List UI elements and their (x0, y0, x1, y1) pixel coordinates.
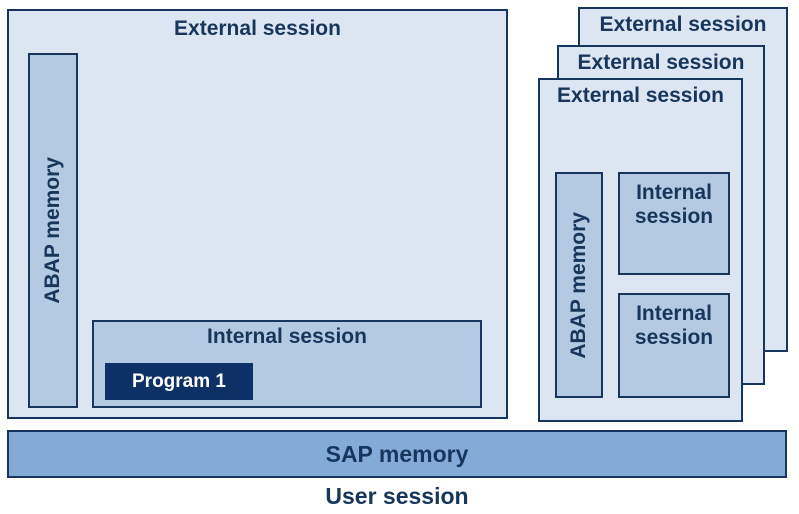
sap-memory-bar: SAP memory (7, 430, 787, 478)
internal-session-box-right-2: Internal session (618, 293, 730, 398)
internal-session-box-right-1: Internal session (618, 172, 730, 275)
internal-session-label-2: Internal session (634, 302, 714, 350)
program-1-label: Program 1 (132, 370, 226, 392)
external-session-box-left: External session ABAP memory Internal se… (7, 9, 508, 419)
abap-memory-label-right: ABAP memory (567, 211, 590, 359)
external-session-box-front: External session ABAP memory Internal se… (538, 78, 743, 422)
internal-session-title: Internal session (207, 325, 367, 348)
abap-memory-label: ABAP memory (41, 157, 64, 304)
abap-memory-box-left: ABAP memory (28, 53, 78, 408)
external-session-title: External session (174, 17, 341, 40)
external-session-title-middle: External session (577, 51, 745, 74)
sap-memory-label: SAP memory (325, 440, 469, 467)
external-session-title-front: External session (557, 84, 724, 107)
internal-session-label-1: Internal session (634, 181, 714, 229)
external-session-title-back: External session (599, 13, 767, 36)
program-1-box: Program 1 (105, 363, 253, 400)
internal-session-box-left: Internal session Program 1 (92, 320, 482, 408)
abap-memory-box-right: ABAP memory (555, 172, 603, 398)
user-session-label: User session (325, 483, 469, 509)
